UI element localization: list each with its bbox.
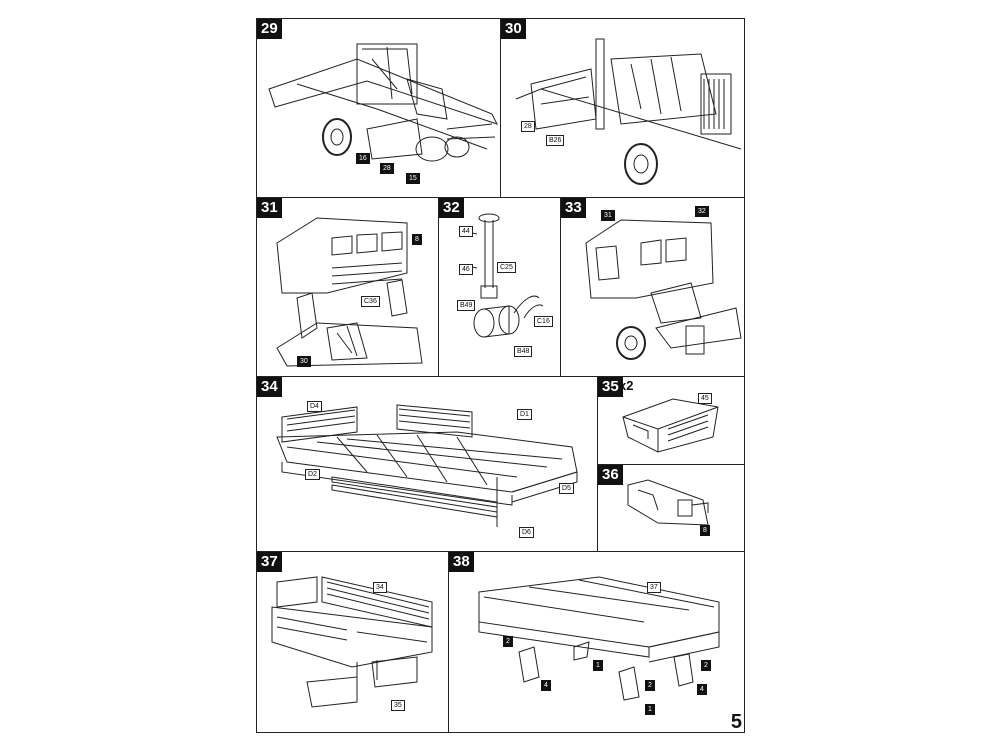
part-label: D6 [519,527,534,538]
step-36-panel: 36 8 [597,464,745,552]
part-label: 16 [356,153,370,164]
part-label: D2 [305,469,320,480]
step-number: 31 [257,198,282,218]
step-38-panel: 38 37 2 1 2 4 2 4 1 4 [448,551,745,733]
step-35-panel: 35 x2 45 [597,376,745,465]
step-number: 38 [449,552,474,572]
step-30-illustration [515,38,742,185]
part-label: C16 [534,316,553,327]
part-label: B49 [457,300,476,311]
part-label: D1 [517,409,532,420]
step-33-panel: 33 31 32 [560,197,745,377]
part-label: 45 [698,393,712,404]
step-number: 32 [439,198,464,218]
step-31-illustration [276,217,423,367]
step-32-illustration [466,213,544,338]
part-label: D4 [307,401,322,412]
step-33-illustration [585,219,742,360]
part-label: D5 [559,483,574,494]
part-label: 35 [391,700,405,711]
step-29-illustration [268,43,498,162]
part-label: 1 [593,660,603,671]
part-label: 8 [412,234,422,245]
quantity-multiplier: x2 [619,378,634,393]
part-label: C36 [361,296,380,307]
step-37-panel: 37 34 35 [256,551,449,733]
part-label: B26 [546,135,565,146]
part-label: 1 [645,704,655,715]
part-label: 2 [645,680,655,691]
part-label: 46 [459,264,473,275]
part-label: B48 [514,346,533,357]
step-38-illustration [478,576,720,701]
part-label: 31 [601,210,615,221]
step-number: 37 [257,552,282,572]
step-number: 33 [561,198,586,218]
part-label: 32 [695,206,709,217]
page-number: 5 [730,711,742,733]
part-label: 28 [521,121,535,132]
part-label: 4 [541,680,551,691]
part-label: 2 [503,636,513,647]
part-label: 8 [700,525,710,536]
step-number: 34 [257,377,282,397]
part-label: 15 [406,173,420,184]
step-34-illustration [276,404,578,527]
part-label: 28 [380,163,394,174]
part-label: 30 [297,356,311,367]
part-label: C25 [497,262,516,273]
step-35-illustration [622,398,719,453]
step-31-panel: 31 8 C36 30 [256,197,439,377]
step-32-panel: 32 44 46 C25 B49 C16 B48 [438,197,561,377]
part-label: 44 [459,226,473,237]
step-30-panel: 30 28 B26 [500,18,745,198]
step-number: 30 [501,19,526,39]
part-label: 34 [373,582,387,593]
step-37-illustration [271,576,433,708]
step-number: 29 [257,19,282,39]
step-number: 36 [598,465,623,485]
step-34-panel: 34 D4 D1 D2 D5 D6 [256,376,598,552]
part-label: 2 [701,660,711,671]
step-29-panel: 29 16 28 15 [256,18,501,198]
part-label: 4 [697,684,707,695]
step-number: 35 [598,377,623,397]
part-label: 37 [647,582,661,593]
